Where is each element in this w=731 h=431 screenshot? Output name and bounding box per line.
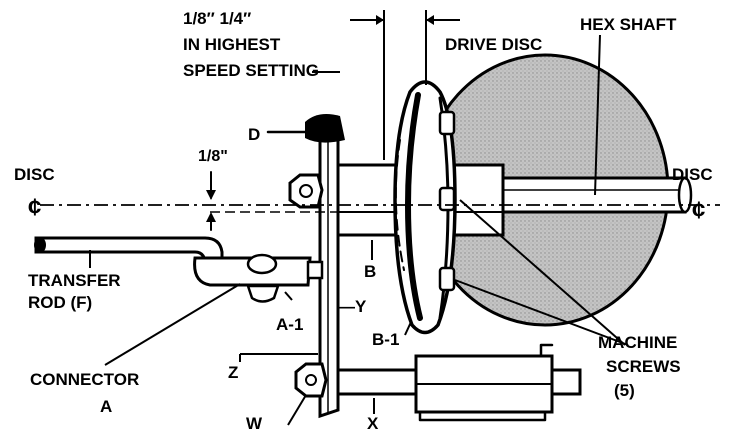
dimension-label-line1: 1/8″ 1/4″ <box>183 9 251 28</box>
machine-screws-label-2: SCREWS <box>606 357 681 376</box>
connector-label-1: CONNECTOR <box>30 370 139 389</box>
dimension-lines <box>350 10 460 160</box>
dimension-label-line3: SPEED SETTING <box>183 61 319 80</box>
label-b1: B-1 <box>372 330 399 349</box>
label-y: —Y <box>338 297 367 316</box>
connector-label-2: A <box>100 397 112 416</box>
mount-plate-shape <box>318 119 340 419</box>
disc-label-right: DISC <box>672 165 713 184</box>
eighth-inch-indicator <box>206 171 216 231</box>
label-b: B <box>364 262 376 281</box>
adjuster-rod-shape <box>294 343 582 422</box>
label-w: W <box>246 414 263 431</box>
transfer-rod-label-2: ROD (F) <box>28 293 92 312</box>
hex-shaft-shape <box>498 176 693 214</box>
label-z: Z <box>228 363 238 382</box>
center-symbol-right: ¢ <box>692 197 705 224</box>
label-x: X <box>367 414 379 431</box>
leader-lines <box>89 34 629 426</box>
drive-disc-label: DRIVE DISC <box>445 35 542 54</box>
center-nut-shape <box>288 173 324 209</box>
hex-shaft-label: HEX SHAFT <box>580 15 677 34</box>
bolt-d-shape <box>266 114 345 143</box>
dimension-label-line2: IN HIGHEST <box>183 35 281 54</box>
connector-a-shape <box>193 253 324 303</box>
transfer-rod-label-1: TRANSFER <box>28 271 121 290</box>
eighth-inch-label: 1/8" <box>198 148 228 165</box>
center-symbol-left: ¢ <box>28 194 41 221</box>
drive-wheel-shape <box>393 80 457 335</box>
label-d: D <box>248 125 260 144</box>
machine-screws-label-3: (5) <box>614 381 635 400</box>
machine-screws-label-1: MACHINE <box>598 333 677 352</box>
label-a1: A-1 <box>276 315 303 334</box>
disc-label-left: DISC <box>14 165 55 184</box>
